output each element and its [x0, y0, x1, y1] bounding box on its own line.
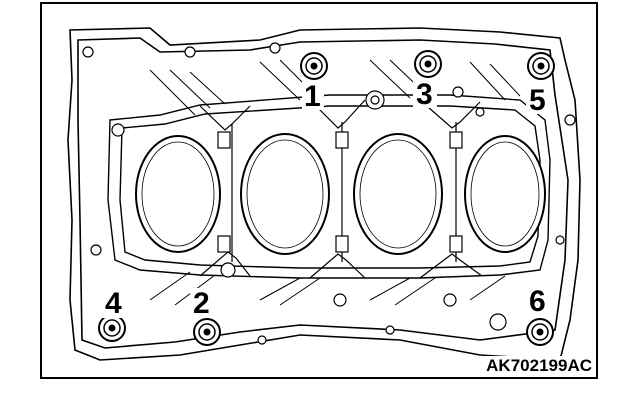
cylinder-bore-3 [353, 133, 443, 255]
cylinder-bore-1 [135, 135, 221, 253]
figure-caption: AK702199AC [484, 356, 594, 376]
head-bolt-5 [527, 52, 555, 80]
bolt-labels: 1 2 3 4 5 6 [102, 78, 550, 320]
head-bolt-3 [414, 50, 442, 78]
head-bolt-6 [526, 318, 554, 346]
cylinder-bore-2 [240, 133, 330, 255]
head-bolt-1 [300, 52, 328, 80]
bolt-label-3: 3 [416, 78, 433, 111]
block-ribs [199, 99, 483, 279]
perimeter-holes [82, 42, 576, 345]
head-bolt-4 [98, 314, 126, 342]
cylinder-bore-4 [464, 135, 546, 253]
bolt-label-6: 6 [529, 285, 546, 318]
cylinder-bores [135, 133, 546, 255]
bolt-label-2: 2 [193, 287, 210, 320]
bolt-label-1: 1 [304, 80, 321, 113]
bolt-label-4: 4 [105, 287, 122, 320]
head-bolts [98, 50, 555, 346]
head-bolt-2 [193, 318, 221, 346]
bolt-label-5: 5 [529, 84, 546, 117]
